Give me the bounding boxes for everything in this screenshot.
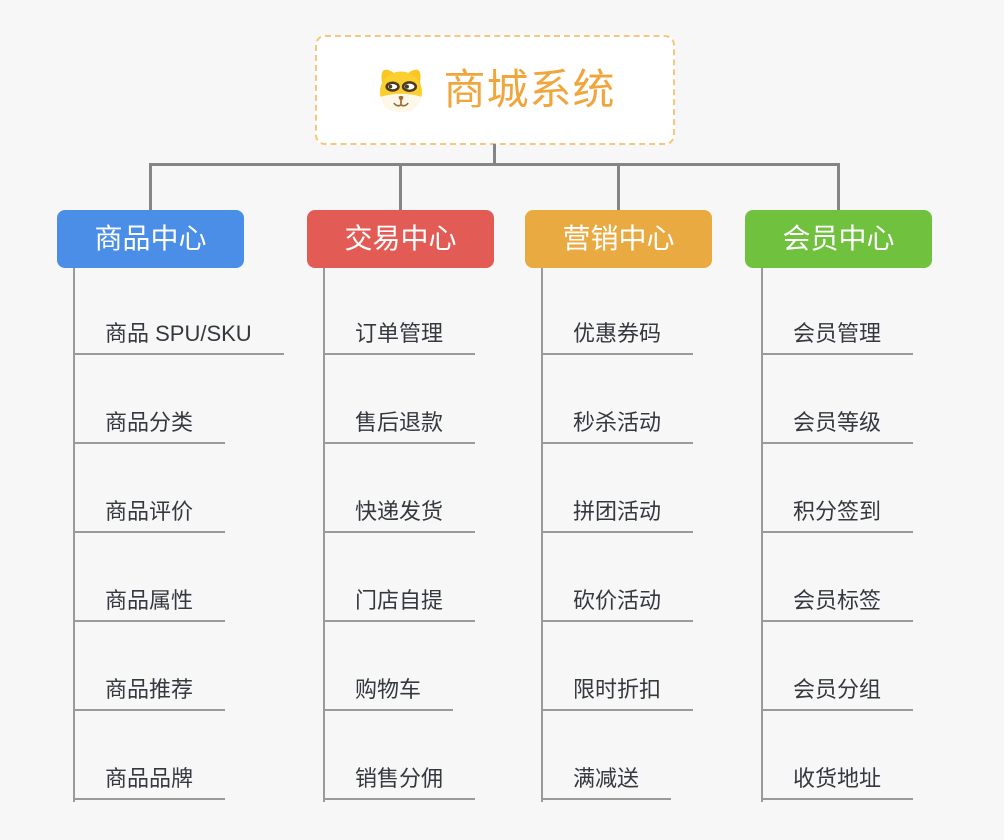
sub-topic[interactable]: 商品分类 (73, 402, 226, 444)
sub-topic[interactable]: 商品品牌 (73, 758, 226, 800)
sub-topic[interactable]: 商品评价 (73, 491, 226, 533)
branch-topic-label: 交易中心 (344, 223, 457, 254)
branch-spine-line (73, 268, 75, 802)
sub-topic[interactable]: 积分签到 (761, 491, 914, 533)
sub-topic[interactable]: 快递发货 (323, 491, 476, 533)
sub-topic[interactable]: 拼团活动 (541, 491, 694, 533)
sub-topic[interactable]: 优惠券码 (541, 313, 694, 355)
branch-topic[interactable]: 会员中心 (745, 210, 932, 268)
connector-drop-marketing (617, 163, 620, 213)
sub-topic[interactable]: 门店自提 (323, 580, 476, 622)
connector-drop-products (149, 163, 152, 213)
branch-topic-label: 会员中心 (782, 223, 895, 254)
sub-topic[interactable]: 限时折扣 (541, 669, 694, 711)
sub-topic[interactable]: 购物车 (323, 669, 454, 711)
branch-topic[interactable]: 商品中心 (57, 210, 244, 268)
branch-spine-line (323, 268, 325, 802)
sub-topic[interactable]: 售后退款 (323, 402, 476, 444)
connector-drop-trade (399, 163, 402, 213)
root-topic[interactable]: 商城系统 (315, 35, 675, 145)
sub-topic[interactable]: 会员分组 (761, 669, 914, 711)
connector-drop-members (837, 163, 840, 213)
branch-topic[interactable]: 营销中心 (525, 210, 712, 268)
branch-spine-line (761, 268, 763, 802)
dog-face-icon (374, 64, 428, 116)
sub-topic[interactable]: 订单管理 (323, 313, 476, 355)
sub-topic[interactable]: 商品推荐 (73, 669, 226, 711)
root-topic-label: 商城系统 (443, 66, 616, 113)
sub-topic[interactable]: 会员等级 (761, 402, 914, 444)
branch-topic[interactable]: 交易中心 (307, 210, 494, 268)
sub-topic[interactable]: 商品属性 (73, 580, 226, 622)
sub-topic[interactable]: 满减送 (541, 758, 672, 800)
sub-topic[interactable]: 会员标签 (761, 580, 914, 622)
sub-topic[interactable]: 砍价活动 (541, 580, 694, 622)
sub-topic[interactable]: 会员管理 (761, 313, 914, 355)
sub-topic[interactable]: 商品 SPU/SKU (73, 313, 284, 355)
connector-horizontal-bar (149, 163, 840, 166)
branch-topic-label: 营销中心 (562, 223, 675, 254)
sub-topic[interactable]: 销售分佣 (323, 758, 476, 800)
connector-root-stub (493, 144, 496, 166)
branch-topic-label: 商品中心 (94, 223, 207, 254)
sub-topic[interactable]: 收货地址 (761, 758, 914, 800)
sub-topic[interactable]: 秒杀活动 (541, 402, 694, 444)
branch-spine-line (541, 268, 543, 802)
